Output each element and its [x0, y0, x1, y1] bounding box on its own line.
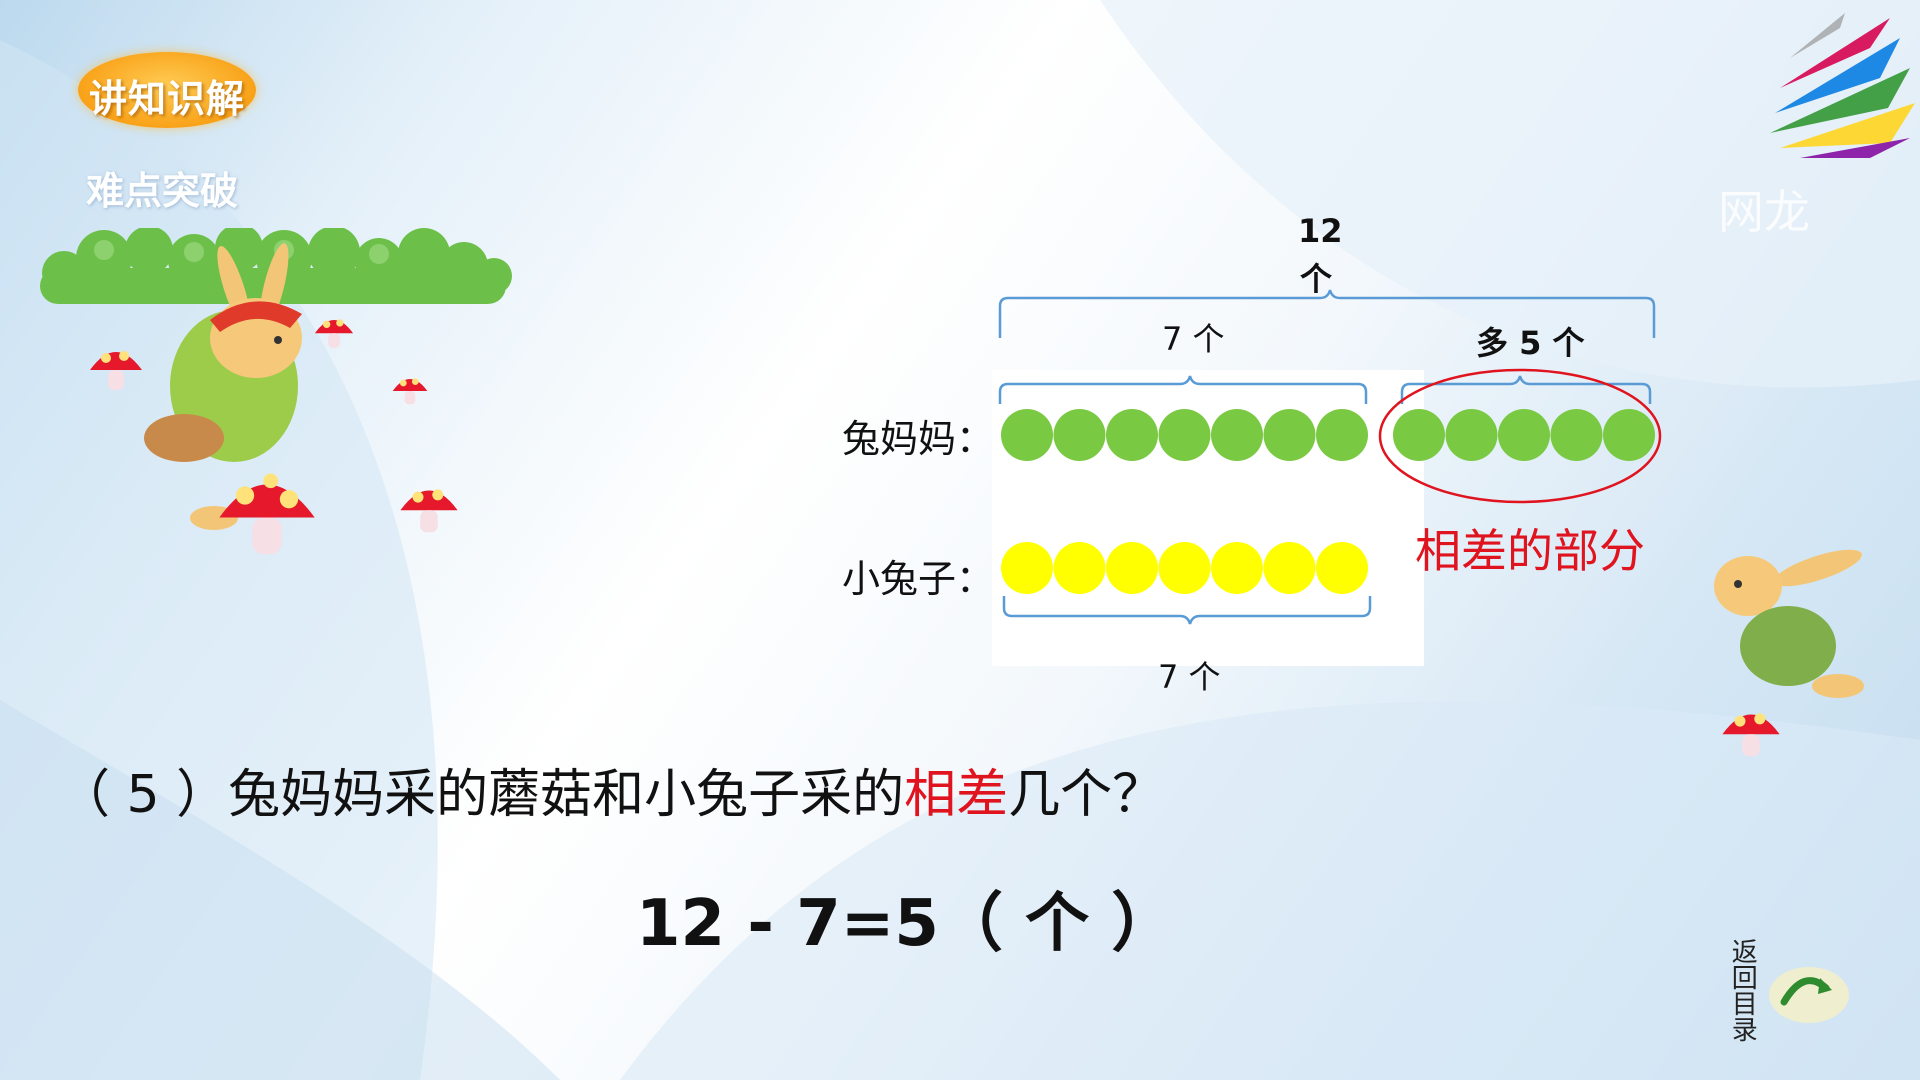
counter-dot	[1211, 542, 1263, 594]
section-subtitle: 难点突破	[86, 169, 239, 213]
counter-dot	[1316, 542, 1368, 594]
counter-dot	[1106, 409, 1158, 461]
counter-dot	[1158, 409, 1211, 461]
section-badge-label: 讲知识解	[88, 77, 245, 121]
counter-dot	[1550, 409, 1603, 461]
question-prefix: （ 5 ）兔妈妈采的蘑菇和小兔子采的	[58, 765, 905, 825]
little-rabbit-label: 小兔子：	[842, 557, 995, 601]
question-text: （ 5 ）兔妈妈采的蘑菇和小兔子采的相差几个？	[58, 752, 1164, 827]
bush-rabbit-illustration	[40, 228, 512, 530]
counter-dot	[1316, 409, 1368, 461]
mushroom-icon	[392, 378, 428, 405]
more-group-brace	[1400, 375, 1652, 404]
little-group-brace	[1002, 596, 1372, 625]
total-unit-label: 个	[1300, 260, 1333, 298]
more-count-label: 多 5 个	[1476, 324, 1585, 362]
counter-dot	[1053, 409, 1106, 461]
counter-dot	[1263, 409, 1316, 461]
mother-group-brace	[998, 375, 1368, 404]
difference-label: 相差的部分	[1415, 524, 1645, 578]
counter-dot	[1603, 409, 1655, 461]
question-suffix: 几个？	[1008, 765, 1165, 825]
total-number-label: 12	[1298, 212, 1343, 250]
mushroom-icon	[314, 319, 354, 348]
counter-dot	[1158, 542, 1211, 594]
counter-dot	[1498, 409, 1550, 461]
question-highlight: 相差	[904, 765, 1009, 825]
running-rabbit-illustration	[1714, 549, 1864, 698]
logo-watermark: 网龙	[1718, 185, 1810, 239]
difference-circle	[1378, 368, 1662, 504]
counter-dot	[1001, 542, 1053, 594]
mushroom-icon	[219, 473, 315, 555]
little-group-count-label: 7 个	[1158, 658, 1221, 696]
back-to-contents-button[interactable]	[1764, 962, 1854, 1028]
mother-group-count-label: 7 个	[1162, 320, 1225, 358]
counter-dot	[1445, 409, 1498, 461]
mushroom-icon	[90, 351, 142, 390]
mushroom-icon	[400, 489, 458, 533]
brand-logo-icon	[1770, 13, 1915, 158]
total-brace	[998, 289, 1656, 338]
rabbit-mother-label: 兔妈妈：	[842, 417, 995, 461]
counter-dot	[1211, 409, 1263, 461]
counter-dot	[1263, 542, 1316, 594]
back-to-contents-label[interactable]: 返回目录	[1727, 938, 1758, 1042]
mushroom-icon	[1722, 713, 1780, 757]
counter-dot	[1001, 409, 1053, 461]
counter-dot	[1393, 409, 1445, 461]
counter-dot	[1053, 542, 1106, 594]
counter-dot	[1106, 542, 1158, 594]
equation-answer: 12 - 7=5（ 个 ）	[636, 887, 1176, 961]
section-badge	[78, 52, 256, 128]
